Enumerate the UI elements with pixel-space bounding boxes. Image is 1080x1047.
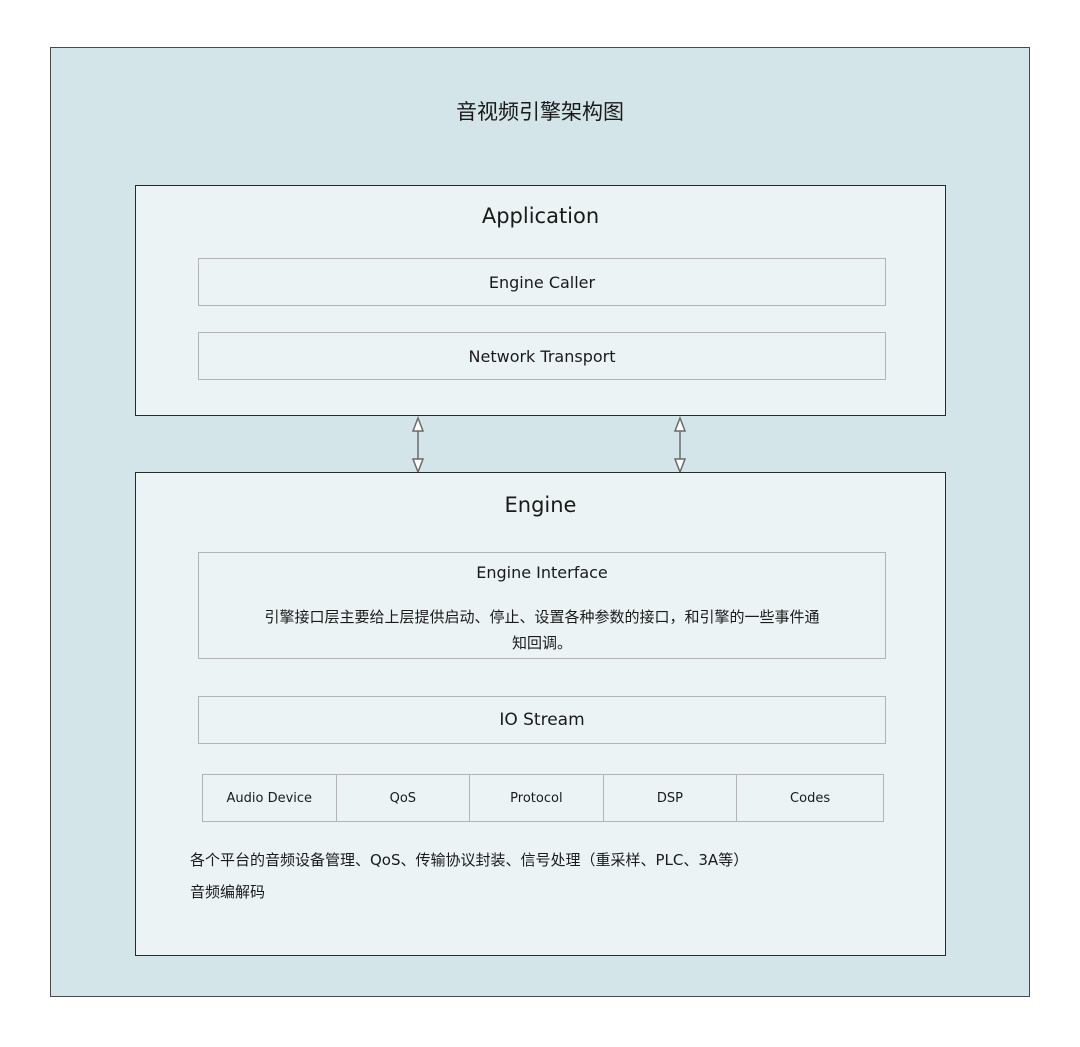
module-row: Audio Device QoS Protocol DSP Codes	[202, 774, 884, 822]
engine-caller-label: Engine Caller	[488, 273, 596, 292]
engine-modules-description-line1: 各个平台的音频设备管理、QoS、传输协议封装、信号处理（重采样、PLC、3A等）	[190, 851, 749, 869]
engine-interface-description-line1: 引擎接口层主要给上层提供启动、停止、设置各种参数的接口，和引擎的一些事件通	[264, 608, 820, 626]
module-codes: Codes	[790, 790, 831, 806]
network-transport-layer: Network Transport	[198, 332, 886, 380]
engine-modules-description-line2: 音频编解码	[190, 883, 266, 901]
module-protocol: Protocol	[470, 775, 604, 821]
module-dsp: DSP	[604, 775, 738, 821]
engine-interface-layer: Engine Interface	[198, 552, 886, 659]
engine-interface-description-line2: 知回调。	[511, 634, 572, 652]
module-audio-device: Audio Device	[203, 775, 337, 821]
engine-interface-title: Engine Interface	[476, 563, 608, 582]
network-transport-label: Network Transport	[468, 347, 616, 366]
io-stream-label: IO Stream	[499, 710, 585, 730]
arrow-left	[411, 415, 425, 475]
diagram-title: 音视频引擎架构图	[456, 100, 624, 124]
module-qos: QoS	[337, 775, 471, 821]
engine-title: Engine	[504, 493, 577, 517]
engine-interface-description: 引擎接口层主要给上层提供启动、停止、设置各种参数的接口，和引擎的一些事件通 知回…	[198, 604, 886, 656]
application-title: Application	[481, 204, 600, 228]
engine-caller-layer: Engine Caller	[198, 258, 886, 306]
io-stream-layer: IO Stream	[198, 696, 886, 744]
engine-modules-description: 各个平台的音频设备管理、QoS、传输协议封装、信号处理（重采样、PLC、3A等）…	[190, 844, 910, 908]
arrow-right	[673, 415, 687, 475]
